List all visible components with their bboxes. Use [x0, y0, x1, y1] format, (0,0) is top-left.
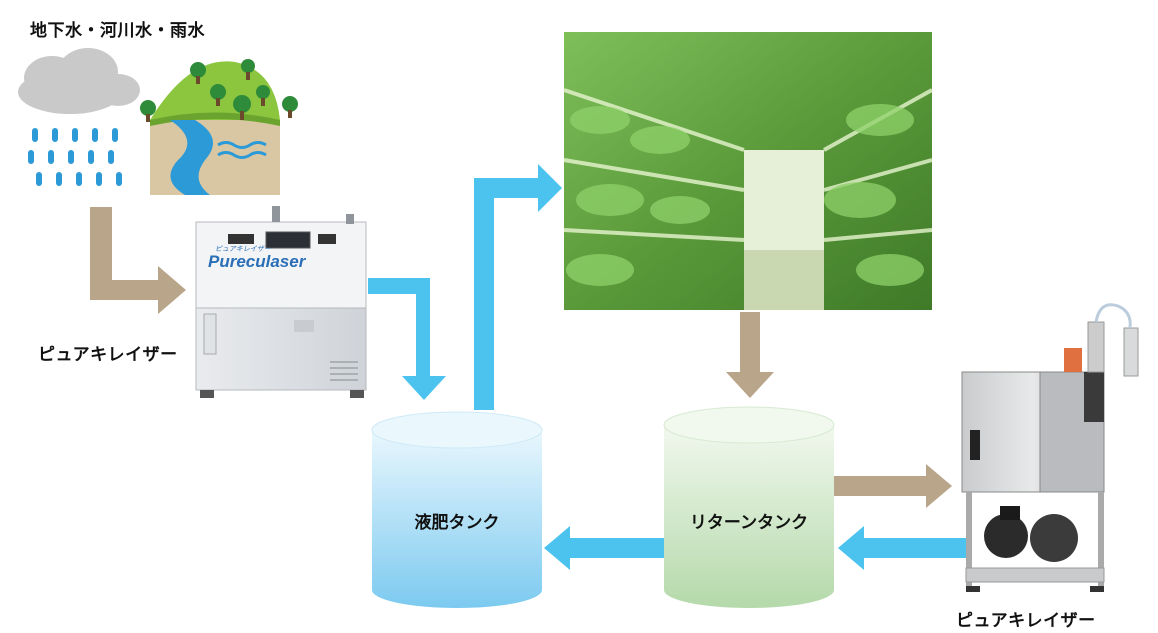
return-tank	[663, 406, 835, 608]
machine-brand: Pureculaser	[208, 252, 306, 271]
flow-arrow-purifier-to-return	[838, 526, 968, 570]
purifier-machine-left	[195, 206, 367, 398]
rain-cloud-icon	[18, 48, 140, 186]
flow-arrow-return-to-purifier	[834, 464, 952, 508]
water-sources-label: 地下水・河川水・雨水	[30, 21, 205, 41]
purifier-right-label: ピュアキレイザー	[956, 611, 1096, 631]
flow-arrow-greenhouse-to-return	[726, 312, 774, 398]
hydroponic-farm-photo	[563, 32, 933, 310]
flow-arrow-sources-to-purifier	[90, 207, 186, 314]
purifier-machine-right	[961, 303, 1139, 592]
fertilizer-tank	[371, 411, 543, 608]
machine-brand-kana: ピュアキレイザー	[215, 245, 271, 253]
return-tank-label: リターンタンク	[689, 513, 809, 533]
purifier-left-label: ピュアキレイザー	[38, 345, 178, 365]
flow-arrow-tank-to-greenhouse	[474, 164, 562, 410]
flow-arrow-purifier-to-tank	[368, 278, 446, 400]
fertilizer-tank-label: 液肥タンク	[414, 513, 500, 533]
mountain-river-icon	[140, 59, 298, 195]
flow-arrow-return-to-fertilizer	[544, 526, 664, 570]
